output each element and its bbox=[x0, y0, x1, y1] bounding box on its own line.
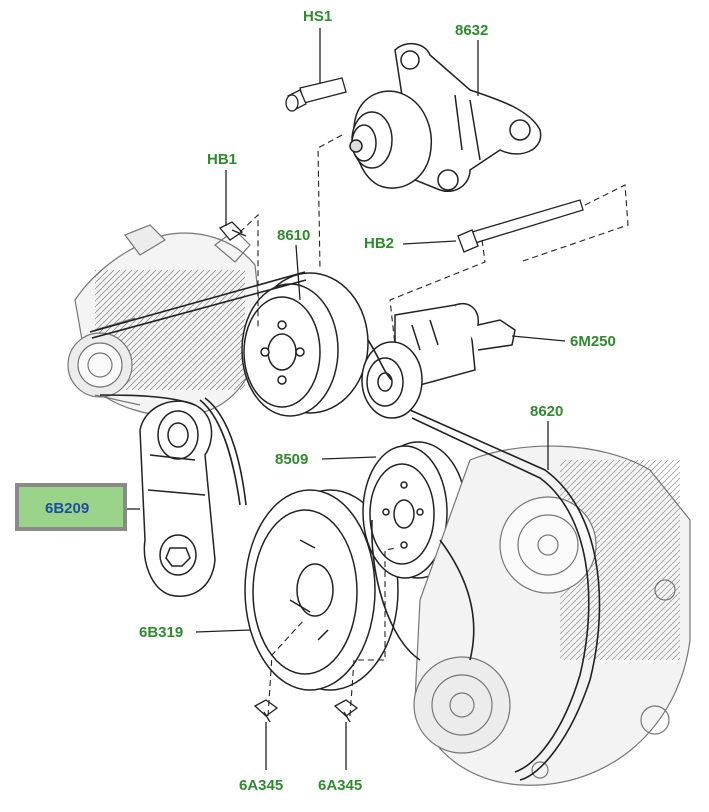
label-6b319: 6B319 bbox=[139, 624, 184, 641]
label-6b209: 6B209 bbox=[45, 500, 90, 517]
bolt-6a345-left bbox=[253, 699, 279, 723]
label-hb1: HB1 bbox=[207, 151, 238, 168]
alternator bbox=[67, 224, 263, 417]
label-6a345-left: 6A345 bbox=[239, 777, 284, 794]
label-8610: 8610 bbox=[277, 227, 311, 244]
assembly-guide-lines bbox=[239, 134, 629, 717]
bolt-hb1 bbox=[218, 221, 247, 241]
label-8632: 8632 bbox=[455, 22, 489, 39]
bolt-hb2 bbox=[457, 199, 584, 253]
label-hb2: HB2 bbox=[364, 235, 395, 252]
label-8620: 8620 bbox=[530, 403, 564, 420]
power-steering-pump bbox=[349, 43, 542, 192]
ac-compressor-8620 bbox=[413, 445, 691, 786]
bolt-hs1 bbox=[285, 77, 347, 112]
label-6m250: 6M250 bbox=[570, 333, 616, 350]
label-8509: 8509 bbox=[275, 451, 309, 468]
label-6a345-right: 6A345 bbox=[318, 777, 363, 794]
crank-pulley-6b319 bbox=[244, 489, 399, 691]
tensioner-arm-6b209 bbox=[139, 400, 216, 597]
bolt-6a345-right bbox=[333, 699, 359, 723]
label-hs1: HS1 bbox=[303, 8, 333, 25]
leader-lines bbox=[127, 28, 566, 770]
selected-part-callout[interactable]: 6B209 bbox=[15, 483, 127, 531]
belt-tensioner-6m250 bbox=[361, 303, 516, 419]
drive-belt bbox=[89, 271, 601, 781]
pulley-8610 bbox=[241, 272, 369, 417]
